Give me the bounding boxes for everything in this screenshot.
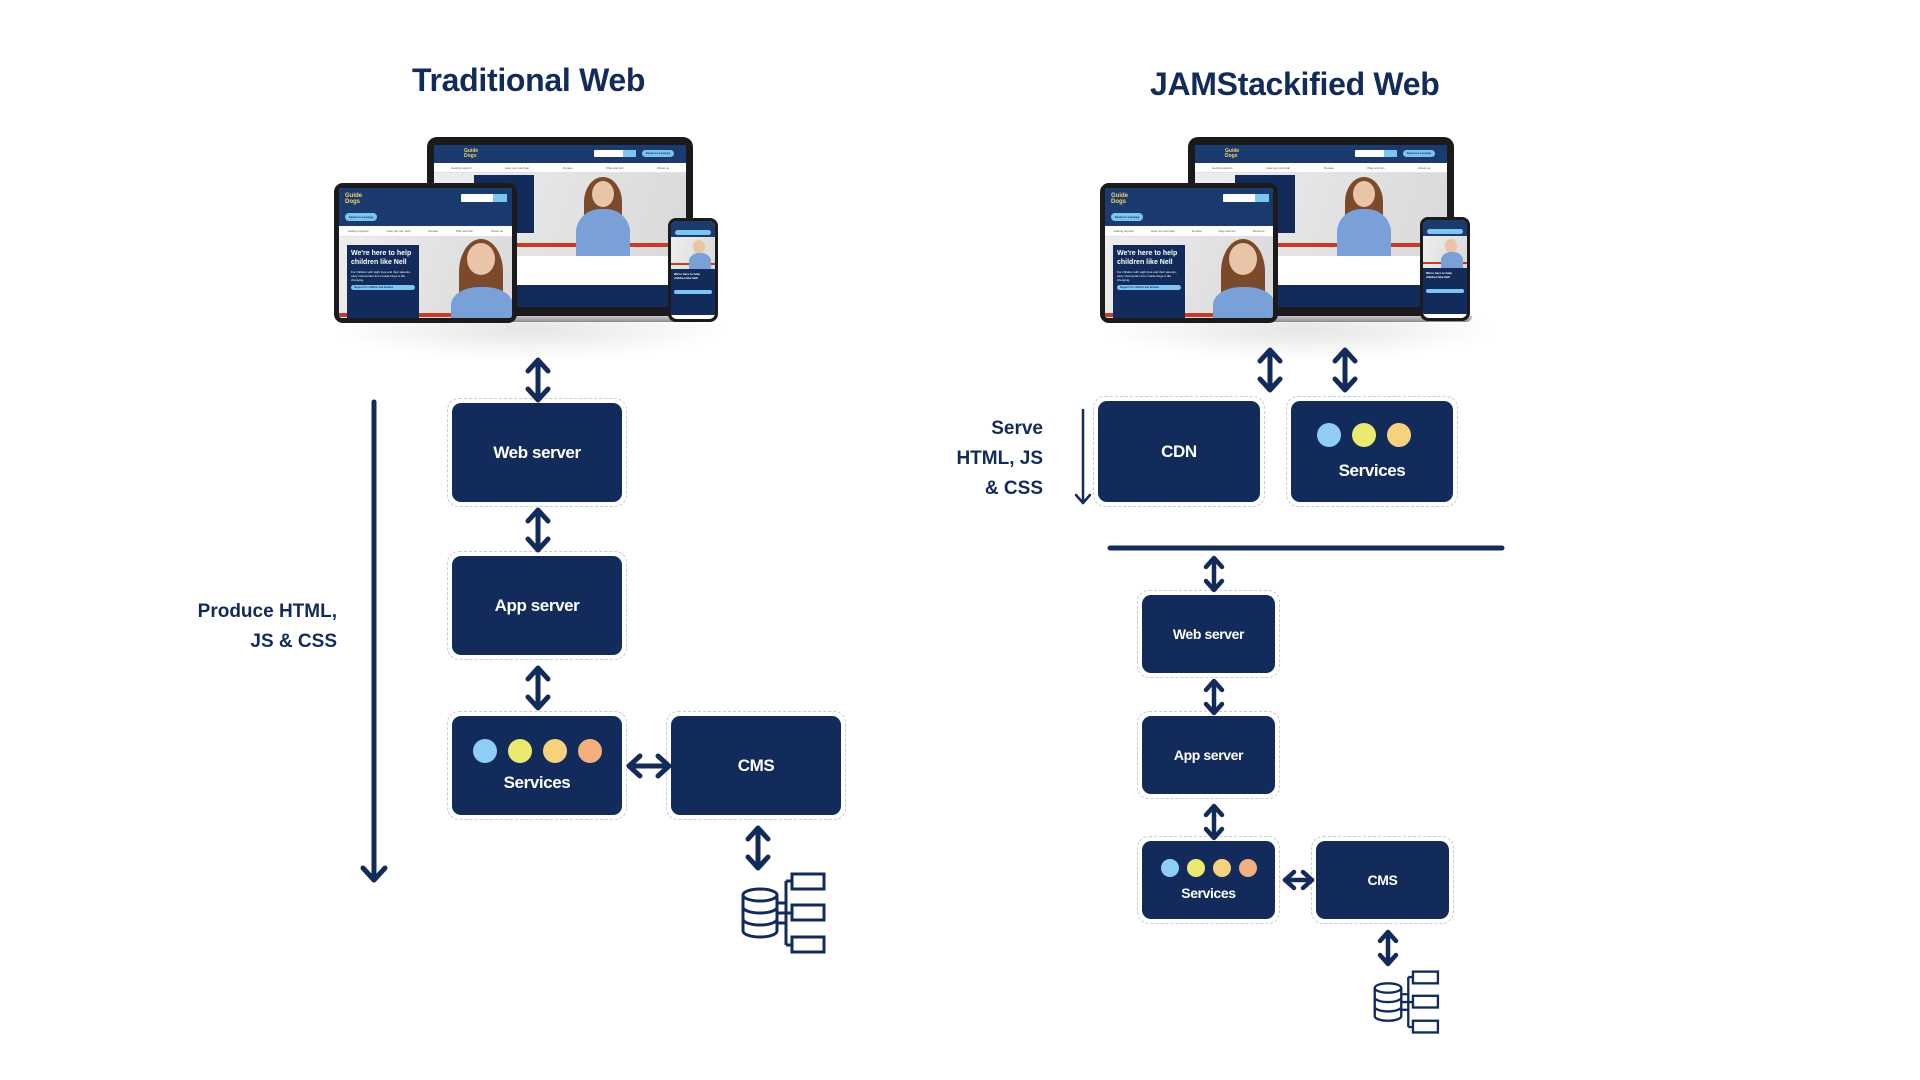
arrow-cms-database bbox=[748, 828, 768, 868]
web-server-label: Web server bbox=[1172, 626, 1245, 642]
service-dot bbox=[1238, 859, 1257, 877]
produce-label: Produce HTML, JS & CSS bbox=[198, 597, 337, 657]
phone: We're here to help children like Nell bbox=[1420, 217, 1470, 321]
arrow-webserver-appserver-right bbox=[1206, 681, 1222, 713]
service-dot bbox=[1160, 859, 1179, 877]
sponsor-button: Sponsor a puppy bbox=[642, 150, 674, 157]
serve-label-line: Serve bbox=[991, 418, 1043, 439]
service-dots bbox=[1317, 422, 1411, 447]
sponsor-button: Sponsor a puppy bbox=[345, 213, 377, 221]
database-icon bbox=[741, 872, 826, 954]
hero-heading: We're here to help children like Nell bbox=[1117, 250, 1178, 266]
services-label: Services bbox=[1181, 885, 1236, 901]
services-box[interactable]: Services bbox=[447, 711, 627, 820]
arrow-devices-webserver bbox=[528, 360, 548, 400]
service-dot bbox=[472, 738, 497, 763]
service-dot bbox=[1212, 859, 1231, 877]
traditional-web-title: Traditional Web bbox=[412, 62, 646, 98]
cms-label: CMS bbox=[737, 755, 775, 775]
arrow-appserver-services bbox=[528, 668, 548, 708]
web-server-label: Web server bbox=[493, 442, 581, 462]
service-dot bbox=[507, 738, 532, 763]
arrow-cms-database-right bbox=[1380, 932, 1396, 964]
service-dot bbox=[1186, 859, 1205, 877]
phone-hero-heading: We're here to help children like Nell bbox=[674, 272, 700, 280]
hero-button: Support for children and families bbox=[1117, 285, 1181, 290]
hero-card: We're here to help children like Nell Fo… bbox=[347, 245, 419, 318]
sponsor-button: Sponsor a puppy bbox=[1403, 150, 1435, 157]
produce-label-line: JS & CSS bbox=[250, 631, 337, 652]
database-icon-right bbox=[1373, 970, 1440, 1034]
hero-body: For children with sight loss and their p… bbox=[351, 270, 411, 282]
arrow-services-cms-right bbox=[1282, 869, 1315, 891]
web-server-box[interactable]: Web server bbox=[447, 398, 627, 507]
cdn-label: CDN bbox=[1161, 441, 1197, 461]
service-dot bbox=[1317, 422, 1341, 447]
arrow-services-cms bbox=[626, 753, 672, 779]
laptop-base bbox=[410, 316, 710, 322]
app-server-box-right[interactable]: App server bbox=[1137, 711, 1280, 799]
cms-box[interactable]: CMS bbox=[666, 711, 846, 820]
serve-label-line: & CSS bbox=[984, 478, 1043, 499]
site-search bbox=[594, 150, 636, 157]
arrow-webserver-appserver bbox=[528, 510, 548, 550]
services-top-box[interactable]: Services bbox=[1286, 396, 1458, 507]
site-hero: We're here to help children like Nell Fo… bbox=[339, 237, 512, 318]
app-server-label: App server bbox=[1173, 747, 1244, 763]
jamstack-web-title: JAMStackified Web bbox=[1150, 66, 1440, 102]
phone: We're here to help children like Nell bbox=[668, 218, 718, 322]
serve-label: Serve HTML, JS & CSS bbox=[956, 414, 1043, 504]
service-dot bbox=[1352, 422, 1376, 447]
web-server-box-right[interactable]: Web server bbox=[1137, 590, 1280, 678]
down-arrow-produce bbox=[360, 399, 388, 883]
app-server-label: App server bbox=[494, 595, 580, 615]
app-server-box[interactable]: App server bbox=[447, 551, 627, 660]
arrow-separator-webserver bbox=[1206, 558, 1222, 590]
phone-screen: We're here to help children like Nell bbox=[671, 221, 715, 319]
services-label: Services bbox=[1338, 460, 1406, 480]
service-dot bbox=[1387, 422, 1411, 447]
service-dots bbox=[472, 738, 602, 763]
phone-hero-heading: We're here to help children like Nell bbox=[1426, 271, 1452, 279]
down-arrow-serve bbox=[1074, 408, 1092, 505]
serve-label-line: HTML, JS bbox=[956, 448, 1043, 469]
cms-box-right[interactable]: CMS bbox=[1311, 836, 1454, 924]
service-dot bbox=[577, 738, 602, 763]
cdn-box[interactable]: CDN bbox=[1093, 396, 1265, 507]
site-search bbox=[461, 194, 507, 202]
hero-body: For children with sight loss and their p… bbox=[1117, 270, 1177, 282]
arrow-appserver-services-right bbox=[1206, 806, 1222, 838]
services-label: Services bbox=[503, 772, 571, 792]
service-dot bbox=[542, 738, 567, 763]
sponsor-button: Sponsor a puppy bbox=[1111, 213, 1143, 221]
hero-button: Support for children and families bbox=[351, 285, 415, 290]
hero-heading: We're here to help children like Nell bbox=[351, 250, 412, 266]
produce-label-line: Produce HTML, bbox=[197, 601, 337, 622]
services-box-right[interactable]: Services bbox=[1137, 836, 1280, 924]
cms-label: CMS bbox=[1367, 872, 1398, 888]
service-dots bbox=[1160, 859, 1257, 877]
